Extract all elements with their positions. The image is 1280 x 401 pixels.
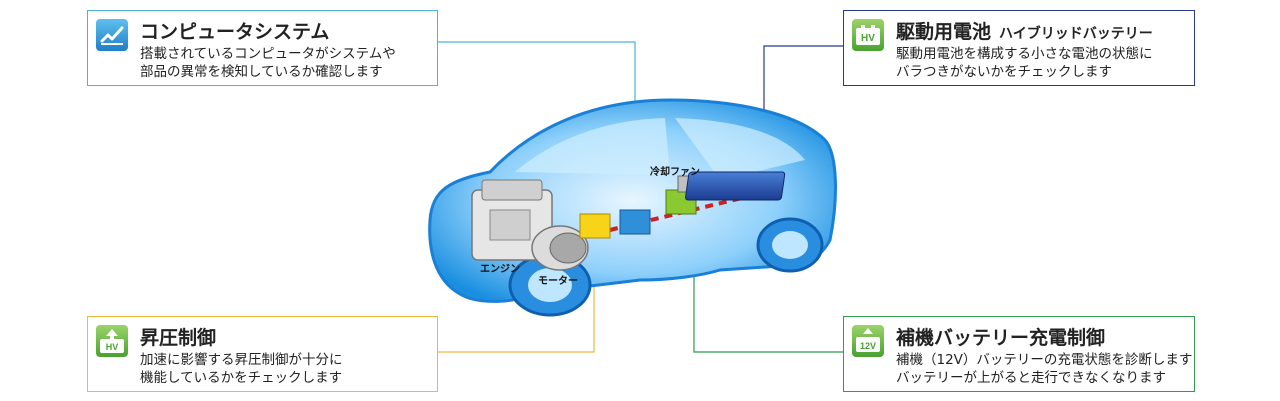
aux-title: 補機バッテリー充電制御 bbox=[896, 327, 1106, 349]
computer-description: 搭載されているコンピュータがシステムや 部品の異常を検知しているか確認します bbox=[140, 46, 396, 80]
car-windshield bbox=[515, 118, 670, 175]
wrench-check-icon bbox=[96, 19, 128, 51]
hybrid-description: 駆動用電池を構成する小さな電池の状態に バラつきがないかをチェックします bbox=[896, 46, 1153, 80]
computer-unit bbox=[619, 209, 651, 235]
motor bbox=[531, 225, 589, 271]
motor-label: モーター bbox=[538, 276, 578, 287]
car-side-window bbox=[675, 118, 805, 180]
hybrid-battery-pack bbox=[685, 171, 786, 201]
hybrid-car-illustration bbox=[428, 98, 837, 317]
aux-icon-text: 12V bbox=[860, 341, 876, 351]
hv-battery-icon: HV bbox=[852, 19, 884, 51]
hybrid-subtitle: ハイブリッドバッテリー bbox=[999, 26, 1153, 42]
hybrid-title: 駆動用電池ハイブリッドバッテリー bbox=[896, 21, 1153, 43]
12v-battery-icon: 12V bbox=[852, 325, 884, 357]
boost-converter bbox=[579, 213, 611, 239]
hybrid-battery-callout: HV 駆動用電池ハイブリッドバッテリー 駆動用電池を構成する小さな電池の状態に … bbox=[843, 10, 1195, 86]
hybrid-icon-text: HV bbox=[861, 33, 875, 44]
fan-label: 冷却ファン bbox=[650, 167, 700, 178]
computer-system-callout: コンピュータシステム 搭載されているコンピュータがシステムや 部品の異常を検知し… bbox=[87, 10, 438, 86]
aux-description: 補機（12V）バッテリーの充電状態を診断します バッテリーが上がると走行できなく… bbox=[896, 352, 1193, 386]
hv-boost-icon: HV bbox=[96, 325, 128, 357]
boost-control-callout: HV 昇圧制御 加速に影響する昇圧制御が十分に 機能しているかをチェックします bbox=[87, 316, 438, 392]
boost-icon-text: HV bbox=[106, 342, 119, 352]
computer-title: コンピュータシステム bbox=[140, 21, 330, 43]
engine-block bbox=[471, 179, 553, 261]
engine-label: エンジン bbox=[480, 264, 520, 275]
aux-battery-callout: 12V 補機バッテリー充電制御 補機（12V）バッテリーの充電状態を診断します … bbox=[843, 316, 1195, 392]
boost-title: 昇圧制御 bbox=[140, 327, 217, 349]
boost-description: 加速に影響する昇圧制御が十分に 機能しているかをチェックします bbox=[140, 352, 343, 386]
